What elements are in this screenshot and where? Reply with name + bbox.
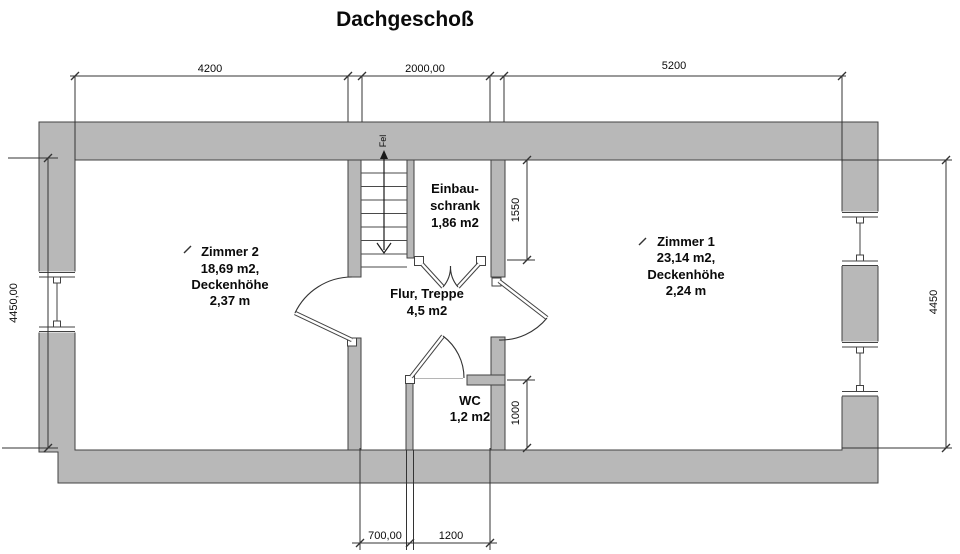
door-swing-arc — [442, 265, 452, 288]
zimmer1-ceiling-height: 2,24 m — [666, 283, 706, 298]
walls — [38, 121, 879, 484]
dimension-lines — [2, 75, 952, 550]
dim-schrank-depth: 1550 — [510, 198, 522, 222]
window-glazing-mark — [856, 346, 864, 354]
dim-top-mitte: 2000,00 — [405, 63, 445, 75]
window-left — [37, 271, 77, 333]
schrank-name-1: Einbau- — [431, 181, 479, 196]
dim-top-zimmer2: 4200 — [198, 63, 222, 75]
zimmer1-name: Zimmer 1 — [657, 234, 715, 249]
stair-arrow-head-up — [380, 150, 388, 159]
staircase — [361, 150, 407, 268]
window-right-upper — [841, 211, 880, 266]
wc-area: 1,2 m2 — [450, 409, 490, 424]
zimmer2-name: Zimmer 2 — [201, 244, 259, 259]
door-swing-arc — [498, 317, 548, 341]
room-labels: Zimmer 2 18,69 m2, Deckenhöhe 2,37 m Zim… — [191, 181, 724, 424]
dimension-labels: 4200 2000,00 5200 4450,00 4450 1550 1000… — [8, 60, 940, 542]
door-wc — [405, 334, 465, 384]
window-glazing-mark — [856, 254, 864, 262]
dim-bottom-wc: 1200 — [439, 530, 463, 542]
wc-name: WC — [459, 393, 481, 408]
stair-arrow-head-down — [376, 242, 392, 255]
window-glazing-mark — [856, 216, 864, 224]
wall-zimmer1-upper — [490, 159, 506, 278]
exterior-wall-ring — [38, 121, 879, 484]
schrank-area: 1,86 m2 — [431, 215, 479, 230]
door-swing-arc — [294, 276, 353, 314]
door-swing-arc — [449, 265, 459, 288]
zimmer2-ceiling-height: 2,37 m — [210, 293, 250, 308]
door-hinge — [414, 256, 424, 266]
dimension-ticks — [43, 71, 951, 548]
dim-top-zimmer1: 5200 — [662, 60, 686, 72]
dim-right-height: 4450 — [928, 290, 940, 314]
window-glazing-mark — [53, 276, 61, 284]
wall-zimmer1-lower — [490, 336, 506, 451]
wall-zimmer2-upper — [347, 159, 362, 278]
page-title: Dachgeschoß — [336, 8, 474, 31]
window-glazing-mark — [53, 320, 61, 328]
dim-left-height: 4450,00 — [8, 283, 20, 323]
door-zimmer2 — [294, 276, 357, 347]
dim-wc-depth: 1000 — [510, 401, 522, 425]
flur-area: 4,5 m2 — [407, 303, 447, 318]
door-zimmer1 — [491, 277, 549, 341]
wall-wc-top-stub — [466, 374, 506, 386]
zimmer2-area: 18,69 m2, — [201, 261, 260, 276]
wall-stairs-schrank — [406, 159, 415, 259]
window-right-lower — [841, 341, 880, 397]
flur-name: Flur, Treppe — [390, 286, 464, 301]
wall-zimmer2-lower — [347, 337, 362, 451]
door-schrank-double — [414, 256, 486, 289]
zimmer2-ceiling-label: Deckenhöhe — [191, 277, 268, 292]
door-swing-arc — [442, 335, 465, 379]
dim-bottom-flur: 700,00 — [368, 530, 402, 542]
zimmer2-check-mark — [183, 245, 192, 254]
wall-wc-left — [405, 376, 414, 451]
window-glazing-mark — [856, 385, 864, 392]
door-hinge — [476, 256, 486, 266]
schrank-name-2: schrank — [430, 198, 481, 213]
zimmer1-check-mark — [638, 237, 647, 246]
zimmer1-area: 23,14 m2, — [657, 250, 716, 265]
stair-label: Fel — [378, 135, 388, 148]
zimmer1-ceiling-label: Deckenhöhe — [647, 267, 724, 282]
